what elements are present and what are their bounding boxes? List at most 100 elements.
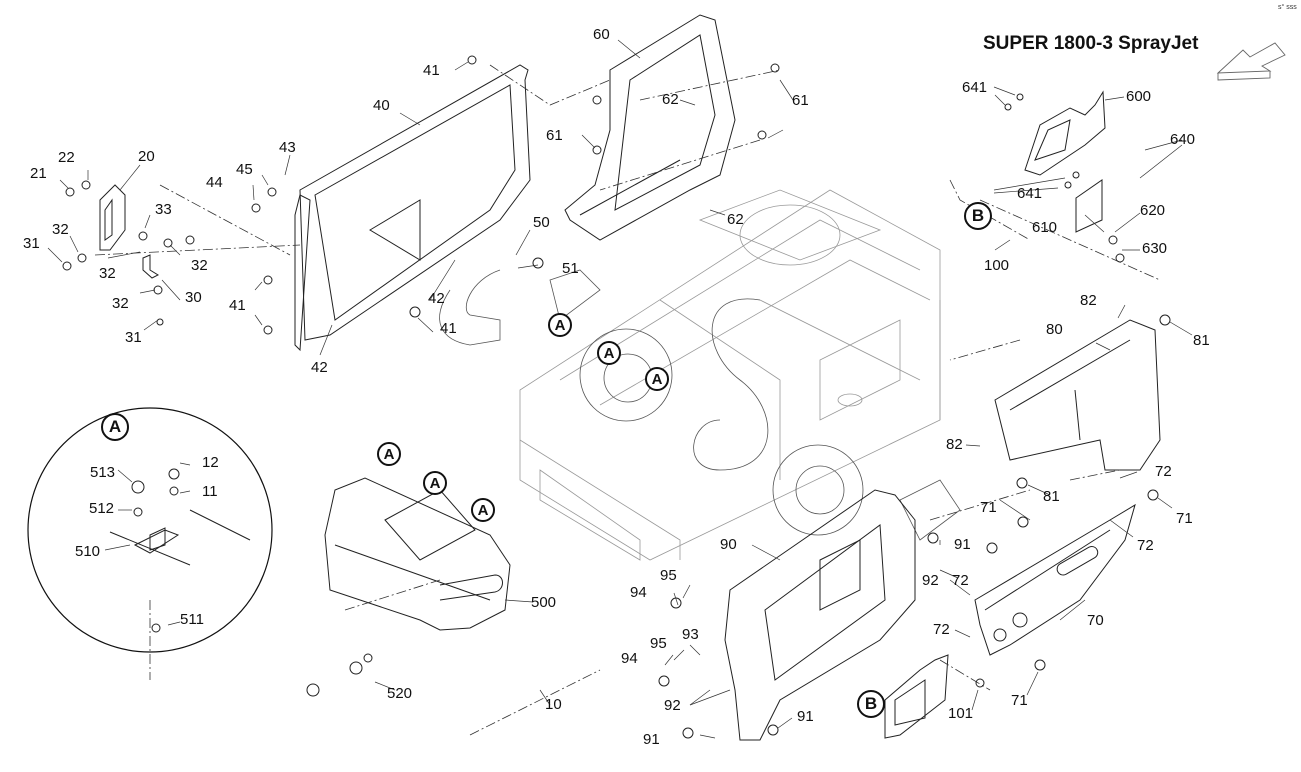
callout-40: 40 [373, 97, 390, 114]
callout-72: 72 [1155, 463, 1172, 480]
callout-512: 512 [89, 500, 115, 517]
callout-91: 91 [643, 731, 660, 748]
callout-72: 72 [952, 572, 969, 589]
callout-33: 33 [155, 201, 172, 218]
callout-41: 41 [440, 320, 457, 337]
bracket-20 [99, 184, 126, 251]
callout-500: 500 [531, 594, 557, 611]
diagram-title: SUPER 1800-3 SprayJet [983, 33, 1199, 54]
reference-marker-a: A [471, 498, 495, 522]
panel-40 [294, 64, 531, 352]
callout-81: 81 [1193, 332, 1210, 349]
callout-641: 641 [1017, 185, 1043, 202]
callout-61: 61 [546, 127, 563, 144]
callout-90: 90 [720, 536, 737, 553]
reference-marker-b: B [964, 202, 992, 230]
callout-510: 510 [75, 543, 101, 560]
callout-71: 71 [980, 499, 997, 516]
callout-60: 60 [593, 26, 610, 43]
callout-43: 43 [279, 139, 296, 156]
reference-marker-a: A [377, 442, 401, 466]
callout-50: 50 [533, 214, 550, 231]
callout-91: 91 [797, 708, 814, 725]
callout-610: 610 [1032, 219, 1058, 236]
callout-640: 640 [1170, 131, 1196, 148]
callout-62: 62 [727, 211, 744, 228]
callout-101: 101 [948, 705, 974, 722]
callout-95: 95 [660, 567, 677, 584]
callout-100: 100 [984, 257, 1010, 274]
callout-93: 93 [682, 626, 699, 643]
callout-81: 81 [1043, 488, 1060, 505]
callout-82: 82 [946, 436, 963, 453]
fasteners [62, 55, 1171, 739]
main-frame [519, 189, 941, 561]
callout-92: 92 [664, 697, 681, 714]
callout-72: 72 [1137, 537, 1154, 554]
callout-42: 42 [311, 359, 328, 376]
callout-641: 641 [962, 79, 988, 96]
callout-92: 92 [922, 572, 939, 589]
callout-31: 31 [125, 329, 142, 346]
callout-11: 11 [202, 483, 218, 500]
reference-marker-b: B [857, 690, 885, 718]
callout-41: 41 [423, 62, 440, 79]
callout-41: 41 [229, 297, 246, 314]
reference-marker-a-detail: A [101, 413, 129, 441]
callout-520: 520 [387, 685, 413, 702]
reference-marker-a: A [645, 367, 669, 391]
callout-620: 620 [1140, 202, 1166, 219]
reference-marker-a: A [548, 313, 572, 337]
panel-80 [994, 319, 1161, 471]
panel-90 [724, 489, 916, 741]
corner-mark: s° sss [1278, 4, 1297, 11]
callout-42: 42 [428, 290, 445, 307]
callout-71: 71 [1011, 692, 1028, 709]
callout-22: 22 [58, 149, 75, 166]
callout-32: 32 [191, 257, 208, 274]
callout-32: 32 [99, 265, 116, 282]
callout-94: 94 [630, 584, 647, 601]
watermark [439, 269, 961, 541]
callout-71: 71 [1176, 510, 1193, 527]
callout-31: 31 [23, 235, 40, 252]
callout-511: 511 [180, 611, 204, 628]
callout-20: 20 [138, 148, 155, 165]
reference-marker-a: A [597, 341, 621, 365]
callout-32: 32 [112, 295, 129, 312]
callout-600: 600 [1126, 88, 1152, 105]
direction-arrow-icon [1216, 42, 1286, 81]
callout-44: 44 [206, 174, 223, 191]
callout-61: 61 [792, 92, 809, 109]
callout-70: 70 [1087, 612, 1104, 629]
callout-12: 12 [202, 454, 219, 471]
reference-marker-a: A [423, 471, 447, 495]
callout-80: 80 [1046, 321, 1063, 338]
callout-62: 62 [662, 91, 679, 108]
callout-51: 51 [562, 260, 579, 277]
bracket-30 [142, 254, 160, 279]
callout-32: 32 [52, 221, 69, 238]
assembly-lines [94, 64, 1161, 736]
panel-70 [974, 503, 1136, 656]
callout-630: 630 [1142, 240, 1168, 257]
callout-94: 94 [621, 650, 638, 667]
callout-91: 91 [954, 536, 971, 553]
callout-513: 513 [90, 464, 116, 481]
callout-10: 10 [545, 696, 562, 713]
plate-610 [1075, 179, 1103, 233]
panel-b [884, 654, 949, 739]
callout-21: 21 [30, 165, 47, 182]
callout-82: 82 [1080, 292, 1097, 309]
panel-60 [564, 14, 736, 241]
callout-45: 45 [236, 161, 253, 178]
hinge-510 [109, 509, 251, 566]
callout-72: 72 [933, 621, 950, 638]
callout-95: 95 [650, 635, 667, 652]
callout-leaders [47, 39, 1193, 739]
cover-500 [324, 477, 511, 631]
callout-30: 30 [185, 289, 202, 306]
plate-600 [1024, 90, 1106, 176]
